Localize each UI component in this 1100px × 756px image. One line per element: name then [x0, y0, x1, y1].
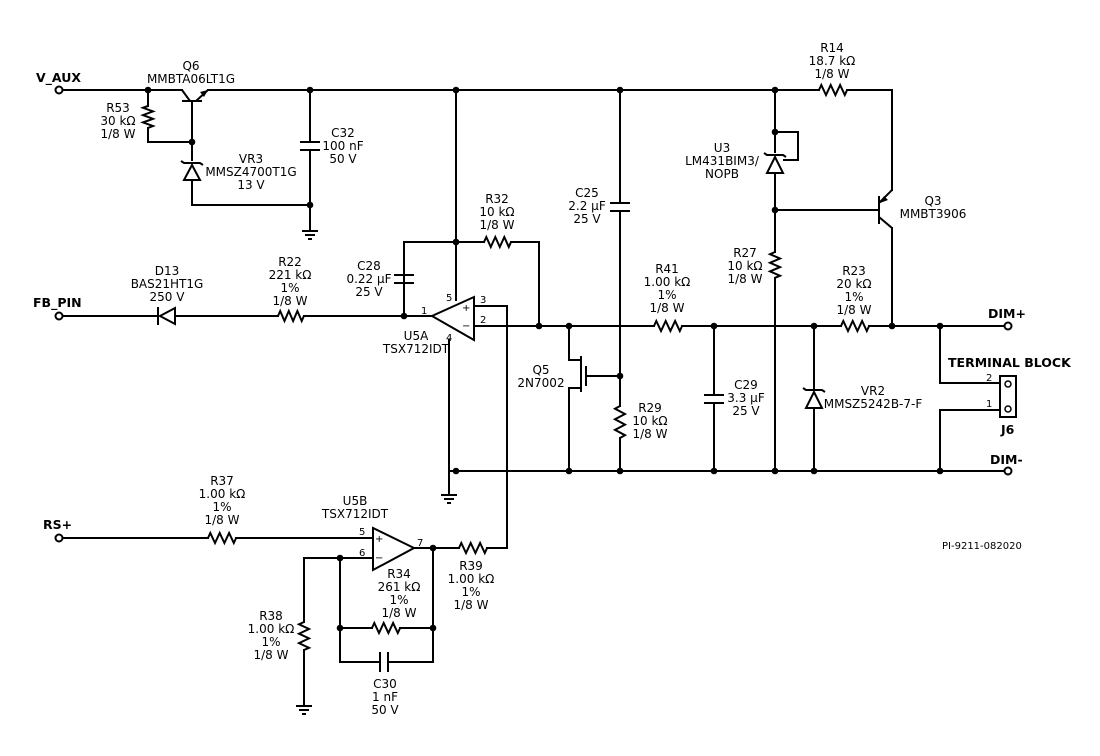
resistor-r23: [840, 318, 871, 334]
opamp-u5b: [372, 526, 417, 572]
u5a-pin-1: 1: [421, 306, 427, 317]
resistor-r32: [483, 234, 512, 250]
op-amps: [372, 295, 475, 572]
zener-vr3: [180, 160, 204, 181]
u5a-plus: +: [462, 303, 470, 314]
net-label-rs-plus: RS+: [43, 517, 72, 532]
u5a-pin-4: 4: [446, 333, 452, 344]
resistor-r39: [458, 540, 489, 556]
resistor-r34: [371, 620, 402, 636]
u5b-pin-6: 6: [359, 548, 365, 559]
capacitor-c28: [394, 241, 414, 317]
grounds: [296, 230, 457, 715]
resistors: [140, 82, 871, 651]
diode-d13: [157, 306, 176, 326]
resistor-r27: [767, 251, 783, 279]
u5a-pin-2: 2: [480, 315, 486, 326]
resistor-r37: [207, 530, 238, 546]
capacitor-c25: [610, 202, 630, 212]
u5b-pin-7: 7: [417, 538, 423, 549]
diodes: [157, 152, 826, 409]
zener-vr2: [802, 387, 826, 409]
resistor-r53: [140, 105, 156, 129]
u5a-pin-5: 5: [446, 293, 452, 304]
capacitor-c32: [300, 141, 320, 151]
net-label-dim-plus: DIM+: [988, 306, 1026, 321]
resistor-r29: [612, 405, 628, 439]
capacitor-c29: [704, 394, 724, 404]
resistor-r38: [296, 621, 312, 651]
transistor-q3: [876, 189, 893, 229]
junction-dots: [144, 86, 944, 632]
transistors: [181, 89, 893, 392]
u5a-minus: −: [462, 321, 470, 332]
terminal-block-title: TERMINAL BLOCK: [948, 355, 1072, 370]
resistor-r14: [818, 82, 849, 98]
net-label-v-aux: V_AUX: [36, 70, 81, 86]
resistor-r22: [277, 308, 305, 324]
mosfet-q5: [580, 356, 590, 392]
net-terminals: [54, 85, 1013, 543]
u5a-pin-3: 3: [480, 295, 486, 306]
pin-labels: 1 5 3 2 4 + − 5 6 7 + − 2 1: [359, 293, 992, 564]
opamp-u5a: [429, 295, 475, 342]
capacitor-c30: [379, 652, 389, 672]
ground-c32: [302, 230, 318, 240]
net-label-fb-pin: FB_PIN: [33, 295, 82, 311]
capacitors: [300, 141, 724, 672]
net-labels: V_AUX FB_PIN RS+ DIM+ DIM- TERMINAL BLOC…: [33, 70, 1072, 532]
shunt-regulator-u3: [763, 152, 787, 174]
ground-main: [441, 494, 457, 504]
terminal-block-j6: [999, 375, 1017, 418]
drawing-number: PI-9211-082020: [942, 541, 1022, 552]
transistor-q6: [181, 89, 209, 104]
j6-pin-1: 1: [986, 399, 992, 410]
ground-r38: [296, 705, 312, 715]
terminal-block-ref: J6: [1000, 422, 1015, 437]
u5b-plus: +: [375, 534, 383, 545]
net-label-dim-minus: DIM-: [990, 452, 1023, 467]
u5b-pin-5: 5: [359, 527, 365, 538]
j6-pin-2: 2: [986, 373, 992, 384]
u5b-minus: −: [375, 553, 383, 564]
resistor-r41: [653, 318, 684, 334]
